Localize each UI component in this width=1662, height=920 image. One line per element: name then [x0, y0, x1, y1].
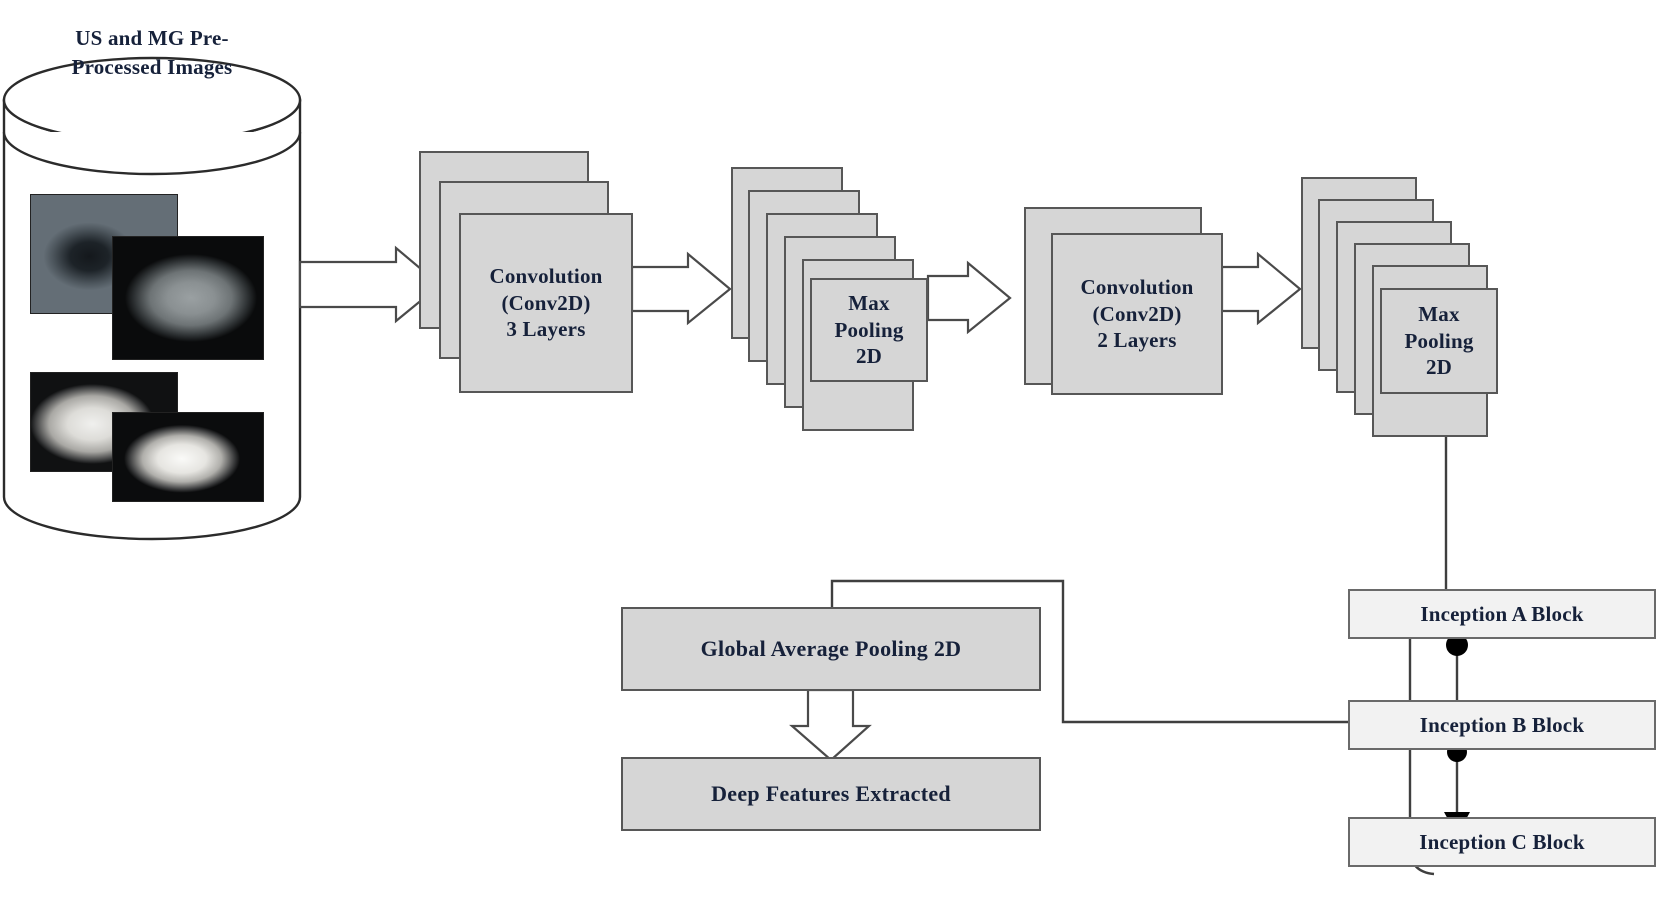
- pool1-label-line1: Max: [848, 290, 890, 315]
- pool2-label-line1: Max: [1418, 301, 1460, 326]
- pool1-label-line2: Pooling: [834, 317, 904, 342]
- connector-inception-to-gap: [830, 579, 1410, 724]
- pool1-label-line3: 2D: [855, 344, 883, 369]
- conv2-label-line1: Convolution: [1080, 274, 1194, 299]
- arrow-gap-to-features: [789, 688, 872, 762]
- pool2-label-line2: Pooling: [1404, 328, 1474, 353]
- pool2-label-line3: 2D: [1425, 355, 1453, 380]
- deep-features-extracted-box: Deep Features Extracted: [621, 757, 1041, 831]
- inception-b-block[interactable]: Inception B Block: [1348, 700, 1656, 750]
- datastore-label-line2: Processed Images: [71, 54, 233, 79]
- mammogram-sample-1-image: [112, 236, 264, 360]
- arrow-conv2-to-pool2: [1220, 251, 1302, 326]
- conv1-label-line2: (Conv2D): [501, 290, 591, 315]
- inception-c-block[interactable]: Inception C Block: [1348, 817, 1656, 867]
- conv2-label-line2: (Conv2D): [1092, 301, 1182, 326]
- conv2-card-front: Convolution (Conv2D) 2 Layers: [1051, 233, 1223, 395]
- datastore-label: US and MG Pre- Processed Images: [16, 24, 288, 82]
- pool1-card-front: Max Pooling 2D: [810, 278, 928, 382]
- conv1-label-line3: 3 Layers: [506, 317, 586, 342]
- conv2-label-line3: 2 Layers: [1097, 328, 1177, 353]
- conv1-label-line1: Convolution: [489, 263, 603, 288]
- arrow-conv1-to-pool1: [630, 251, 732, 326]
- datastore-label-line1: US and MG Pre-: [75, 26, 229, 50]
- pool2-card-front: Max Pooling 2D: [1380, 288, 1498, 394]
- arrow-input-to-conv1: [298, 245, 442, 324]
- mammogram-sample-2-image: [112, 412, 264, 502]
- conv1-card-front: Convolution (Conv2D) 3 Layers: [459, 213, 633, 393]
- inception-a-block[interactable]: Inception A Block: [1348, 589, 1656, 639]
- arrow-pool1-to-conv2: [926, 260, 1012, 335]
- global-average-pooling-box: Global Average Pooling 2D: [621, 607, 1041, 691]
